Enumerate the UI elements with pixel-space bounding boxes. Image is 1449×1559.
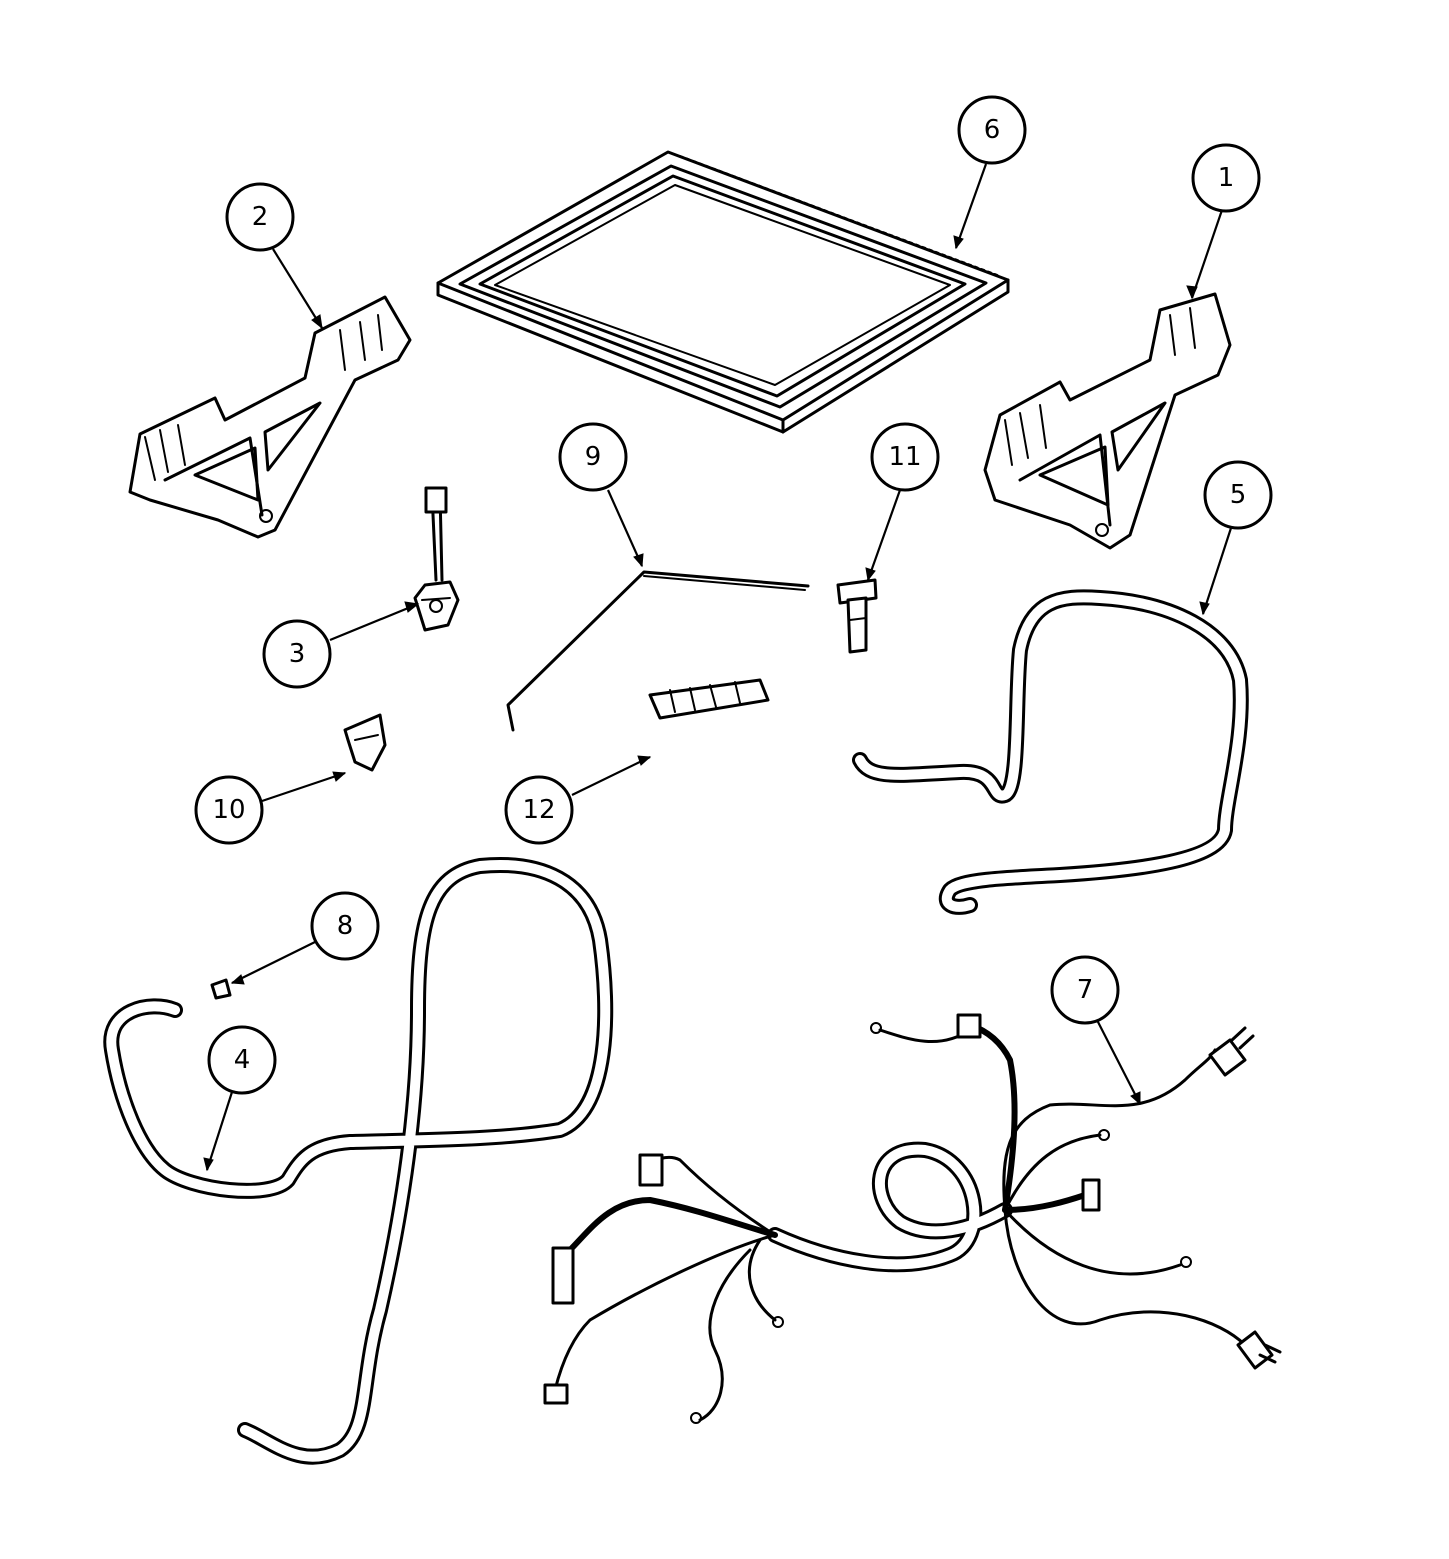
part-7-wiring-harness: [543, 1013, 1282, 1424]
callout-7-label: 7: [1077, 975, 1094, 1005]
callout-2-label: 2: [252, 202, 269, 232]
callout-7: 7: [1050, 955, 1120, 1025]
callout-3: 3: [262, 619, 332, 689]
callout-6: 6: [957, 95, 1027, 165]
part-5-hose: [852, 589, 1249, 915]
part-3-sensor: [413, 486, 460, 632]
part-12-clip: [648, 678, 770, 720]
callout-9: 9: [558, 422, 628, 492]
leader-3: [329, 602, 419, 642]
part-9-rod: [506, 570, 810, 732]
callout-8-label: 8: [337, 911, 354, 941]
leader-4: [205, 1091, 234, 1171]
part-6-top-frame: [436, 150, 1010, 434]
leader-lines: [203, 163, 1233, 1172]
callout-12-label: 12: [522, 795, 555, 825]
part-8-cap: [210, 978, 232, 1000]
callout-4-label: 4: [234, 1045, 251, 1075]
callout-2: 2: [225, 182, 295, 252]
leader-5: [1201, 527, 1233, 615]
callout-10-label: 10: [212, 795, 245, 825]
leader-9: [606, 489, 644, 567]
callout-1-label: 1: [1218, 163, 1235, 193]
part-11-fastener: [836, 578, 878, 654]
callout-11: 11: [870, 422, 940, 492]
leader-8: [231, 941, 316, 984]
part-10-bracket: [343, 713, 387, 772]
part-1-right-bracket: [983, 292, 1232, 550]
callout-12: 12: [504, 775, 574, 845]
callout-3-label: 3: [289, 639, 306, 669]
callout-8: 8: [310, 891, 380, 961]
leader-10: [261, 771, 346, 803]
part-4-hose: [103, 857, 614, 1465]
leader-2: [272, 248, 323, 329]
leader-11: [866, 489, 902, 581]
leader-12: [571, 756, 651, 796]
leader-6: [954, 163, 988, 249]
callout-1: 1: [1191, 143, 1261, 213]
leader-1: [1190, 209, 1224, 299]
callout-5-label: 5: [1230, 480, 1247, 510]
callout-5: 5: [1203, 460, 1273, 530]
callout-11-label: 11: [888, 442, 921, 472]
callout-4: 4: [207, 1025, 277, 1095]
callout-10: 10: [194, 775, 264, 845]
callout-9-label: 9: [585, 442, 602, 472]
callout-6-label: 6: [984, 115, 1001, 145]
part-2-left-bracket: [128, 295, 412, 539]
leader-7: [1096, 1019, 1141, 1105]
